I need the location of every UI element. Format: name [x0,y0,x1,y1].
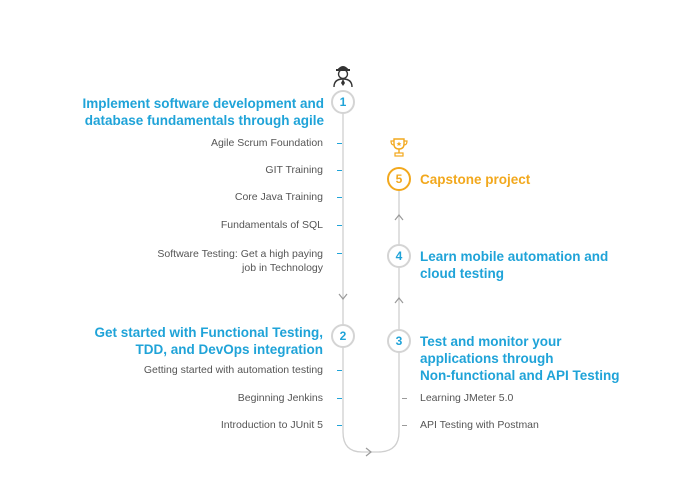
course-item: API Testing with Postman [420,419,539,431]
step-1-number: 1 [331,90,355,114]
step-3-number: 3 [387,329,411,353]
step-3-title: Test and monitor your applications throu… [420,333,680,384]
arrow-up-icon [394,214,404,221]
step-2-title-line2: TDD, and DevOps integration [135,342,323,357]
course-dot [337,225,342,226]
course-item: Core Java Training [234,191,323,203]
step-5-title: Capstone project [420,172,531,187]
course-item: Beginning Jenkins [237,392,323,404]
course-item: Software Testing: Get a high paying job … [63,247,323,275]
step-3-title-line1: Test and monitor your [420,334,562,349]
course-item: Fundamentals of SQL [220,219,323,231]
step-5-number: 5 [387,167,411,191]
course-dot [337,425,342,426]
step-4-number: 4 [387,244,411,268]
step-2-title-line1: Get started with Functional Testing, [94,325,323,340]
course-item: Agile Scrum Foundation [210,137,323,149]
course-dot [337,170,342,171]
course-dot [337,398,342,399]
course-dot [337,143,342,144]
step-2-title: Get started with Functional Testing, TDD… [3,324,323,358]
step-2-number: 2 [331,324,355,348]
course-item: Learning JMeter 5.0 [420,392,514,404]
course-dot [402,398,407,399]
trophy-icon [390,138,408,157]
course-item-line2: job in Technology [242,262,323,274]
step-1-title: Implement software development and datab… [4,95,324,129]
course-item: GIT Training [265,164,323,176]
step-3-title-line2: applications through [420,351,554,366]
course-dot [337,197,342,198]
step-1-title-line2: database fundamentals through agile [84,113,324,128]
course-dot [337,253,342,254]
step-1-title-line1: Implement software development and [82,96,324,111]
course-item-line1: Software Testing: Get a high paying [157,248,323,260]
course-dot [337,370,342,371]
course-item: Introduction to JUnit 5 [220,419,323,431]
arrow-down-icon [338,293,348,300]
step-4-title-line2: cloud testing [420,266,504,281]
person-icon [333,66,353,88]
step-4-title: Learn mobile automation and cloud testin… [420,248,680,282]
step-4-title-line1: Learn mobile automation and [420,249,609,264]
arrow-right-icon [365,447,372,457]
step-3-title-line3: Non-functional and API Testing [420,368,620,383]
course-item: Getting started with automation testing [143,364,323,376]
arrow-up-icon [394,297,404,304]
course-dot [402,425,407,426]
